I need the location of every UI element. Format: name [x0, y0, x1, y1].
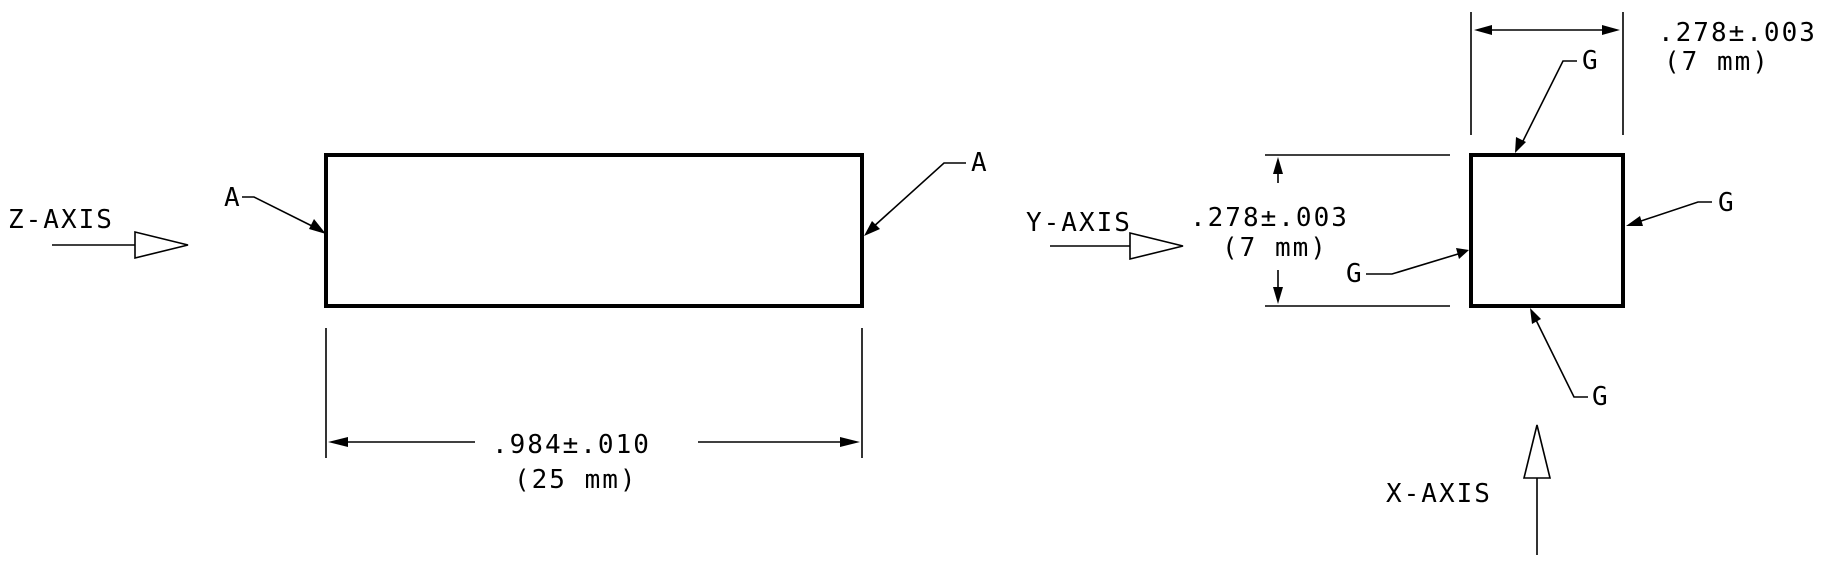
y-axis-label: Y-AXIS: [1026, 208, 1132, 238]
x-axis-arrow: [1522, 424, 1552, 555]
face-label-g-right: G: [1718, 188, 1736, 218]
leader-g-bottom: [1530, 308, 1588, 398]
leader-g-right: [1626, 201, 1712, 226]
leader-g-left: [1366, 248, 1469, 275]
height-dimension: [1265, 154, 1450, 307]
length-dimension: [325, 328, 863, 458]
leader-a-right: [864, 162, 966, 236]
face-label-a-left: A: [224, 183, 242, 213]
y-axis-arrow: [1050, 231, 1184, 261]
length-dim-mm: (25 mm): [514, 465, 638, 495]
sample-side-view: [324, 153, 864, 308]
height-dim-mm: (7 mm): [1222, 233, 1328, 263]
z-axis-label: Z-AXIS: [8, 205, 114, 235]
face-label-g-top: G: [1582, 46, 1600, 76]
length-dim-text: .984±.010: [492, 430, 651, 460]
sample-end-view: [1469, 153, 1625, 308]
face-label-g-bottom: G: [1592, 382, 1610, 412]
height-dim-text: .278±.003: [1190, 203, 1349, 233]
leader-g-top: [1515, 60, 1577, 153]
face-label-a-right: A: [971, 148, 989, 178]
width-dim-mm: (7 mm): [1664, 47, 1770, 77]
x-axis-label: X-AXIS: [1386, 479, 1492, 509]
z-axis-arrow: [52, 230, 189, 260]
leader-a-left: [242, 196, 326, 234]
face-label-g-left: G: [1346, 259, 1364, 289]
width-dim-text: .278±.003: [1658, 18, 1817, 48]
width-dimension: [1470, 12, 1624, 135]
